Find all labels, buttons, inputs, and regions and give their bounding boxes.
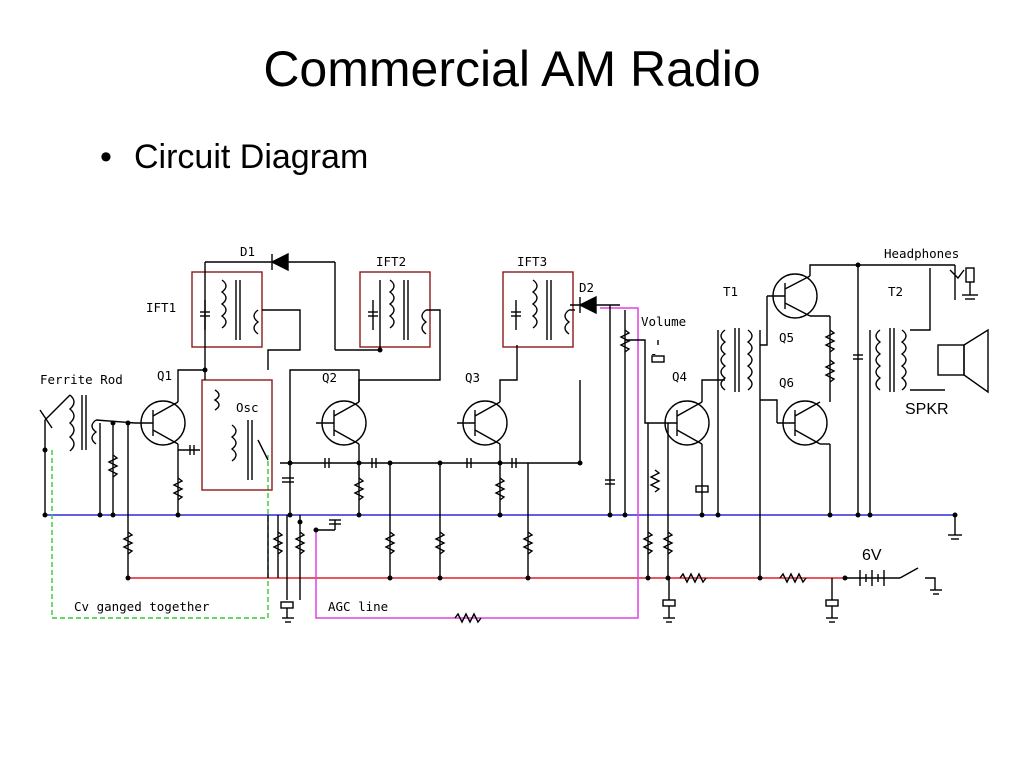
bullet-item: • Circuit Diagram — [100, 138, 368, 177]
diode-d2 — [570, 295, 620, 315]
label-d1: D1 — [240, 244, 255, 259]
junction-dots — [42, 262, 958, 581]
agc-line-wire — [315, 307, 639, 619]
slide-title: Commercial AM Radio — [263, 41, 761, 97]
osc-coils — [213, 389, 269, 480]
label-volume: Volume — [641, 314, 686, 329]
label-t2: T2 — [888, 284, 903, 299]
transistor-q2 — [316, 400, 367, 446]
ferrite-rod-antenna — [39, 394, 98, 515]
ift3-coils — [511, 279, 571, 340]
label-6v: 6V — [862, 547, 882, 564]
transistor-q4 — [659, 400, 710, 446]
resistors — [107, 329, 836, 624]
diode-d1 — [205, 252, 335, 272]
ift2-box — [359, 271, 431, 348]
transformer-t2 — [875, 328, 907, 392]
cv-ganged-link — [51, 450, 269, 619]
label-agc-line: AGC line — [328, 599, 388, 614]
battery-icon — [859, 570, 885, 586]
bullet-dot-icon: • — [100, 138, 112, 176]
label-ferrite-rod: Ferrite Rod — [40, 372, 123, 387]
osc-coil-box — [201, 379, 273, 491]
transistor-q5 — [767, 273, 818, 319]
transistor-q3 — [457, 400, 508, 446]
label-d2: D2 — [579, 280, 594, 295]
transistor-q1 — [135, 400, 186, 446]
signal-wiring — [95, 262, 956, 600]
speaker-icon — [937, 328, 989, 394]
label-osc: Osc — [236, 400, 259, 415]
label-plus-minus-q4: - — [650, 346, 658, 361]
capacitors — [189, 354, 863, 609]
transformer-t1 — [720, 328, 753, 392]
label-ift3: IFT3 — [517, 254, 547, 269]
label-t1: T1 — [723, 284, 738, 299]
ift1-box — [191, 271, 263, 348]
ift3-box — [502, 271, 574, 348]
label-q4: Q4 — [672, 369, 687, 384]
power-switch-icon — [899, 567, 936, 590]
label-q3: Q3 — [465, 370, 480, 385]
transistor-q6 — [777, 400, 828, 446]
label-q2: Q2 — [322, 370, 337, 385]
ground-icons — [282, 534, 962, 623]
headphone-jack-icon — [929, 267, 978, 300]
label-spkr: SPKR — [905, 401, 949, 418]
label-q5: Q5 — [779, 330, 794, 345]
ift1-coils — [200, 279, 260, 340]
label-headphones: Headphones — [884, 246, 959, 261]
label-ift2: IFT2 — [376, 254, 406, 269]
bullet-text: Circuit Diagram — [134, 138, 369, 176]
label-q1: Q1 — [157, 368, 172, 383]
label-q6: Q6 — [779, 375, 794, 390]
label-ift1: IFT1 — [146, 300, 176, 315]
label-cv-ganged: Cv ganged together — [74, 599, 210, 614]
ift2-coils — [368, 279, 428, 340]
